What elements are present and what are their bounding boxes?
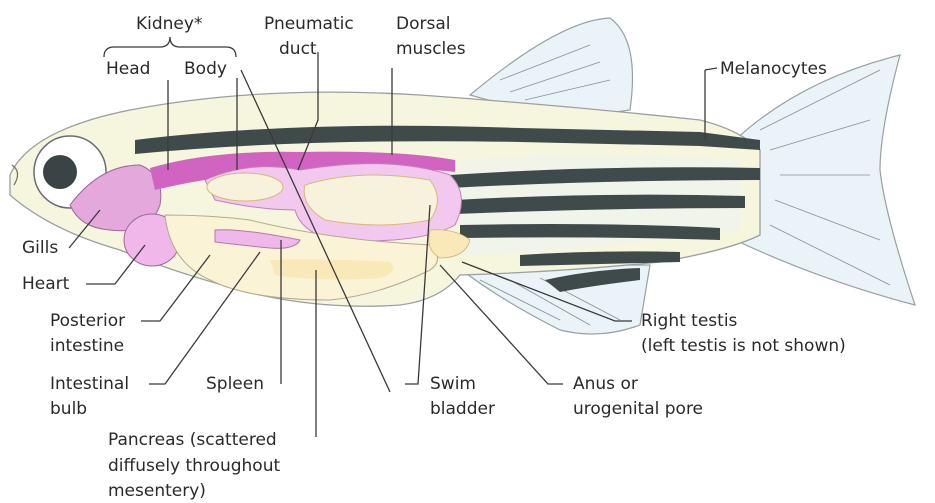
label-intestinal-bulb-2: bulb bbox=[50, 399, 87, 419]
label-dorsal-muscles-1: Dorsal bbox=[396, 14, 450, 34]
label-pancreas-1: Pancreas (scattered bbox=[108, 430, 277, 450]
label-swim-bladder-2: bladder bbox=[430, 399, 495, 419]
caudal-fin bbox=[735, 55, 915, 305]
eye-pupil bbox=[43, 155, 77, 189]
label-head: Head bbox=[106, 59, 150, 79]
label-pneumatic-duct-2: duct bbox=[279, 39, 317, 59]
label-gills: Gills bbox=[22, 238, 58, 258]
kidney-bracket bbox=[104, 37, 236, 57]
label-posterior-intestine-1: Posterior bbox=[50, 311, 125, 331]
label-intestinal-bulb-1: Intestinal bbox=[50, 374, 129, 394]
label-swim-bladder-1: Swim bbox=[430, 374, 476, 394]
label-kidney: Kidney* bbox=[136, 14, 202, 34]
label-right-testis-2: (left testis is not shown) bbox=[641, 336, 846, 356]
label-anus-1: Anus or bbox=[573, 374, 638, 394]
label-posterior-intestine-2: intestine bbox=[50, 336, 124, 356]
label-dorsal-muscles-2: muscles bbox=[396, 39, 466, 59]
label-right-testis-1: Right testis bbox=[641, 311, 738, 331]
label-melanocytes: Melanocytes bbox=[720, 59, 827, 79]
label-body: Body bbox=[184, 59, 227, 79]
label-pancreas-2: diffusely throughout bbox=[108, 456, 280, 476]
label-anus-2: urogenital pore bbox=[573, 399, 703, 419]
swim-bladder-inner bbox=[304, 175, 437, 225]
label-spleen: Spleen bbox=[206, 374, 264, 394]
label-heart: Heart bbox=[22, 274, 70, 294]
label-pneumatic-duct-1: Pneumatic bbox=[264, 14, 354, 34]
swim-bladder-anterior bbox=[207, 173, 283, 201]
label-pancreas-3: mesentery) bbox=[108, 481, 206, 501]
pancreas-shape bbox=[270, 259, 393, 279]
